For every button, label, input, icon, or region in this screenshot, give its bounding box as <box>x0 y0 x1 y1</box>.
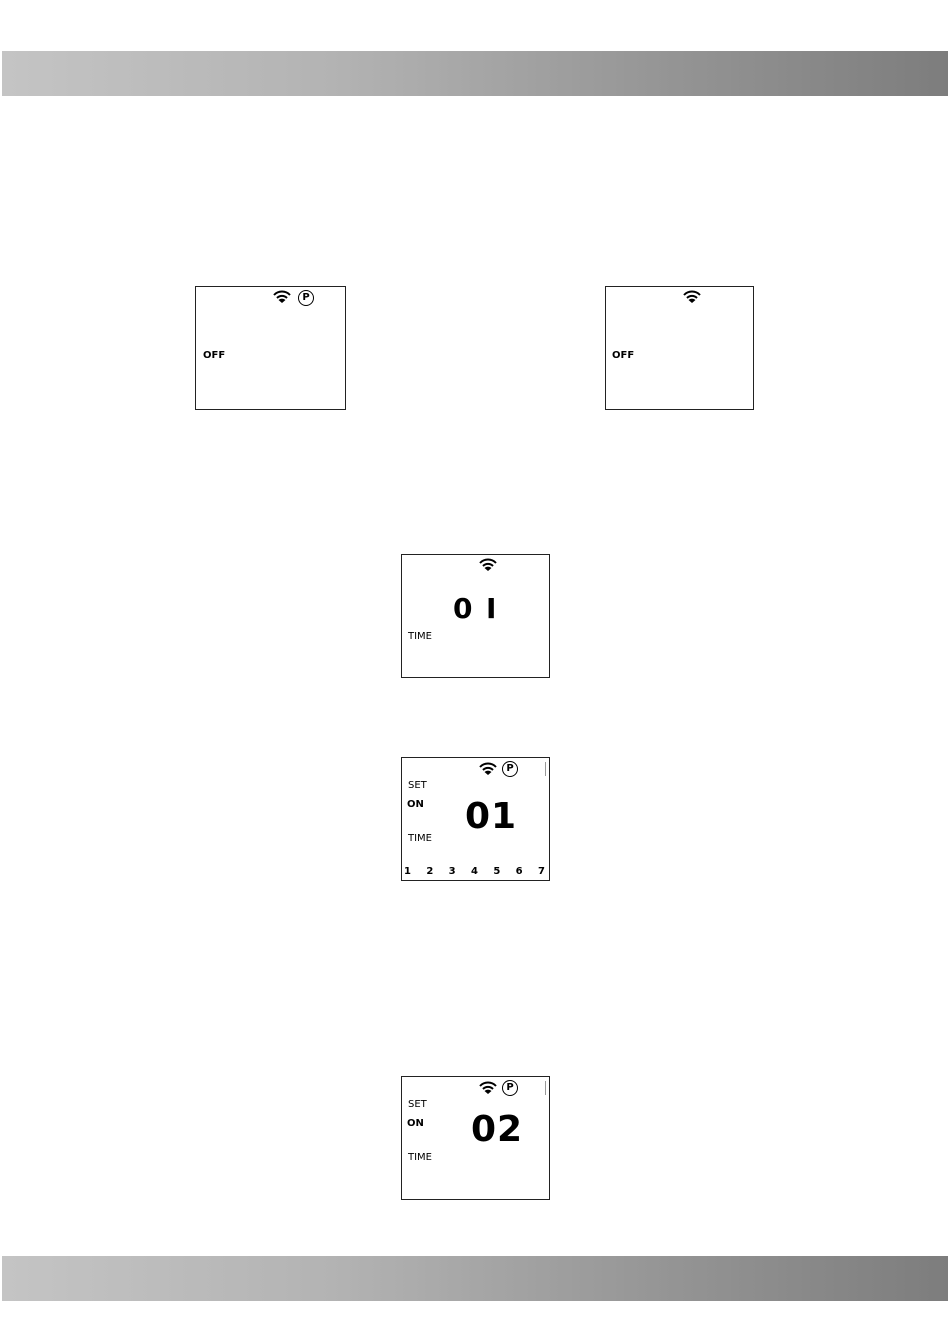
on-label: ON <box>407 800 424 810</box>
weekday-6: 6 <box>516 867 523 877</box>
on-label: ON <box>407 1119 424 1129</box>
lcd-screen-off: OFF <box>605 286 754 410</box>
set-label: SET <box>408 781 427 791</box>
wifi-icon <box>273 290 291 304</box>
wifi-icon <box>479 762 497 776</box>
weekday-5: 5 <box>493 867 500 877</box>
program-p-icon: P <box>502 1080 518 1096</box>
lcd-screen-off-with-program: P OFF <box>195 286 346 410</box>
lcd-screen-set-on-time-02: P SET ON 02 TIME <box>401 1076 550 1200</box>
footer-band <box>2 1256 948 1301</box>
segment-digit: 0 <box>453 595 473 623</box>
lcd-screen-set-on-time-01: P SET ON 01 TIME 1 2 3 4 5 6 7 <box>401 757 550 881</box>
program-number: 01 <box>465 799 517 835</box>
status-label: OFF <box>612 351 634 361</box>
display-edge-line <box>545 1081 546 1095</box>
lcd-screen-time: 0 I TIME <box>401 554 550 678</box>
time-label: TIME <box>408 834 432 844</box>
weekday-4: 4 <box>471 867 478 877</box>
weekday-3: 3 <box>449 867 456 877</box>
program-p-icon: P <box>502 761 518 777</box>
status-label: OFF <box>203 351 225 361</box>
wifi-icon <box>479 558 497 572</box>
display-edge-line <box>545 762 546 776</box>
segment-digit: I <box>486 595 497 623</box>
weekday-1: 1 <box>404 867 411 877</box>
time-label: TIME <box>408 1153 432 1163</box>
header-band <box>2 51 948 96</box>
program-p-icon: P <box>298 290 314 306</box>
wifi-icon <box>683 290 701 304</box>
weekday-2: 2 <box>426 867 433 877</box>
weekday-7: 7 <box>538 867 545 877</box>
weekday-row: 1 2 3 4 5 6 7 <box>404 867 545 877</box>
set-label: SET <box>408 1100 427 1110</box>
time-label: TIME <box>408 632 432 642</box>
program-number: 02 <box>471 1112 523 1148</box>
wifi-icon <box>479 1081 497 1095</box>
